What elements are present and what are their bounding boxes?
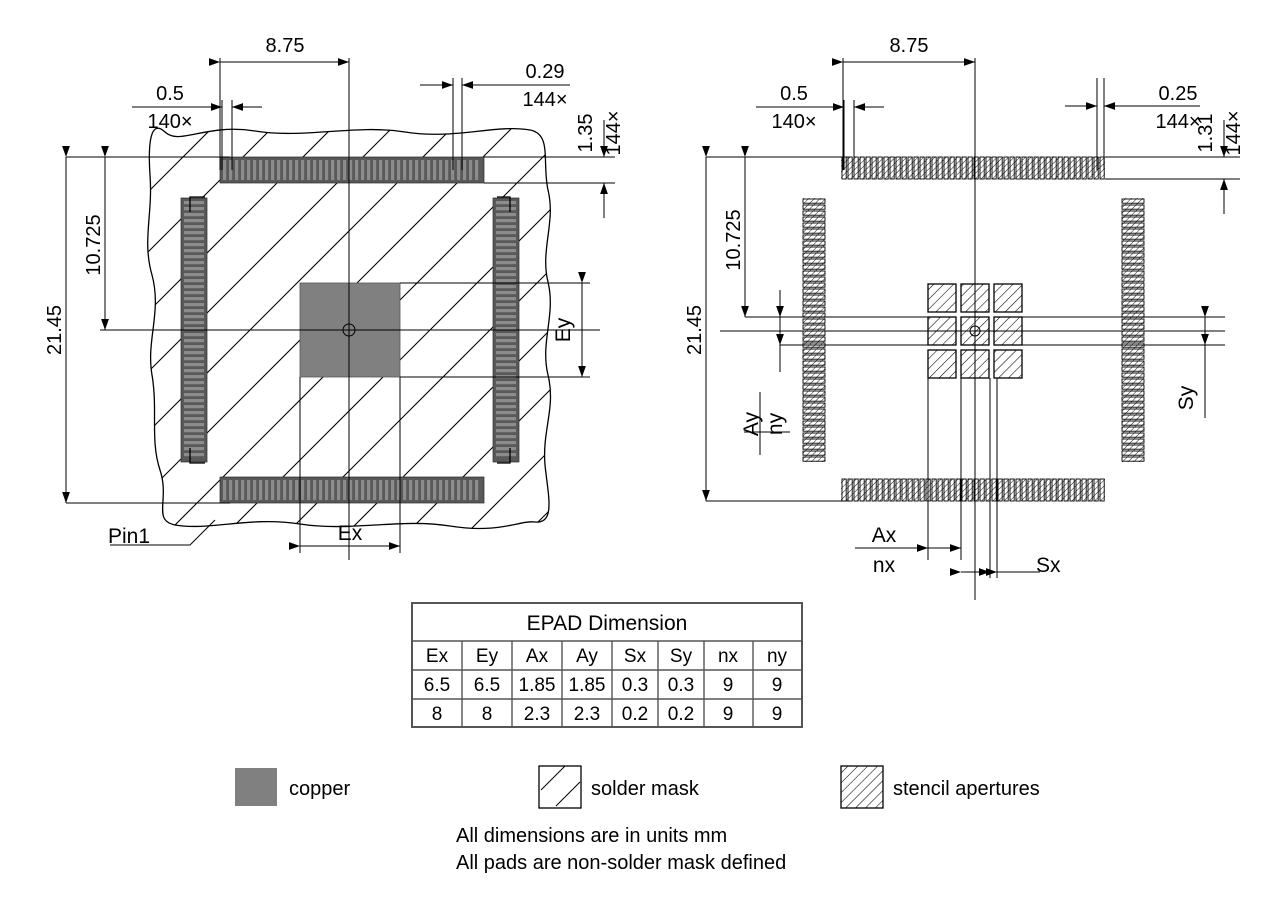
legend: copper solder mask stencil apertures [235,765,1040,809]
table-cell: 9 [772,675,783,696]
table-header-cell: Ex [426,646,449,667]
dim-pad-width-0.29: 0.29 144× [420,61,570,170]
dim-8.75-right: 8.75 [832,35,976,170]
dim-Sy: Sy [1175,306,1209,418]
label-Ex: Ex [338,522,363,545]
label-Ey: Ey [552,317,575,342]
dim-pad-width-count: 144× [522,89,567,111]
table-cell: 2.3 [524,704,550,725]
label-Ay: Ay [740,411,763,436]
dim-aperture-width-value: 0.25 [1159,83,1198,105]
table-cell: 2.3 [574,704,600,725]
dim-pad-length-1.35: 1.35 144× [484,110,625,218]
table-cell: 6.5 [474,675,500,696]
table-header-cell: Ay [576,646,598,667]
note-line: All pads are non-solder mask defined [456,852,786,874]
dim-Ex: Ex [289,377,401,553]
epad-dimension-table: EPAD Dimension Ex Ey Ax Ay Sx Sy nx ny 6… [411,602,803,728]
pin1-corner-marks [189,196,511,464]
table-cell: 1.85 [519,675,556,696]
table-title: EPAD Dimension [527,612,688,635]
centerlines-right [720,105,1225,600]
table-header-cell: Ey [476,646,499,667]
label-Ax: Ax [872,524,897,547]
dim-pad-length-value: 1.35 [575,114,597,153]
dim-8.75-text: 8.75 [266,35,305,57]
dim-pad-width-value: 0.29 [526,61,565,83]
aperture-bank-right [1121,198,1145,462]
label-Sx: Sx [1036,554,1061,577]
dim-10.725-right-text: 10.725 [723,209,745,270]
dim-21.45-right-text: 21.45 [684,305,706,355]
dim-pitch-value: 0.5 [156,83,184,105]
dim-pitch-right-count: 140× [771,111,816,133]
dim-Ey: Ey [400,272,590,378]
label-ny: ny [764,412,787,435]
legend-label-solder-mask: solder mask [591,778,700,800]
notes: All dimensions are in units mm All pads … [456,825,786,874]
table-cell: 8 [432,704,443,725]
legend-swatch-copper [235,768,277,806]
dim-pitch-right-value: 0.5 [780,83,808,105]
dim-10.725-right: 10.725 [723,146,850,318]
table-cell: 0.3 [622,675,648,696]
legend-label-copper: copper [289,778,350,800]
dim-Ax-nx: Ax nx [855,524,961,577]
dim-aperture-length-value: 1.31 [1195,114,1217,153]
table-cell: 8 [482,704,493,725]
dim-pitch-0.5: 0.5 140× [132,83,262,170]
solder-mask-outline [147,127,552,530]
table-cell: 0.3 [668,675,694,696]
table-header-cell: ny [767,646,788,667]
pad-bank-bottom [219,476,485,504]
table-cell: 6.5 [424,675,450,696]
pin1-leader [110,519,216,546]
dim-Ay-ny: Ay ny [740,290,790,455]
dim-aperture-width-count: 144× [1155,111,1200,133]
right-view-group: 21.45 10.725 8.75 0.5 140× [684,35,1245,600]
aperture-bank-top [841,156,1105,180]
pin1-label: Pin1 [108,525,150,548]
dim-10.725-text: 10.725 [83,214,105,275]
table-header-cell: Ax [526,646,549,667]
label-nx: nx [873,554,896,577]
table-cell: 1.85 [569,675,606,696]
aperture-extension-lines [927,378,998,578]
dim-8.75-right-text: 8.75 [890,35,929,57]
label-Sy: Sy [1175,385,1198,410]
pad-bank-top [219,156,485,184]
aperture-bank-bottom [841,478,1105,502]
dim-pad-length-count: 144× [603,110,625,155]
aperture-extension-lines-h [780,316,1225,346]
table-cell: 9 [772,704,783,725]
legend-label-stencil-apertures: stencil apertures [893,778,1040,800]
dim-aperture-width-0.25: 0.25 144× [1065,78,1201,170]
left-view-group: Pin1 21.45 10.725 8.75 [44,35,625,560]
aperture-bank-left [802,198,826,462]
dim-aperture-length-1.31: 1.31 144× [1105,110,1245,214]
dim-Sx: Sx [950,554,1061,577]
note-line: All dimensions are in units mm [456,825,727,847]
dim-pitch-count: 140× [147,111,192,133]
legend-swatch-solder-mask [538,765,582,809]
legend-swatch-stencil-apertures [840,765,884,809]
table-cell: 9 [723,675,734,696]
table-header-cell: Sx [624,646,647,667]
dim-aperture-length-count: 144× [1223,110,1245,155]
table-header-cell: nx [718,646,739,667]
table-cell: 9 [723,704,734,725]
table-header-cell: Sy [670,646,693,667]
dim-10.725: 10.725 [83,146,230,331]
dim-21.45-text: 21.45 [44,305,66,355]
dim-8.75: 8.75 [209,35,350,170]
dim-pitch-0.5-right: 0.5 140× [756,83,884,170]
table-cell: 0.2 [668,704,694,725]
table-cell: 0.2 [622,704,648,725]
